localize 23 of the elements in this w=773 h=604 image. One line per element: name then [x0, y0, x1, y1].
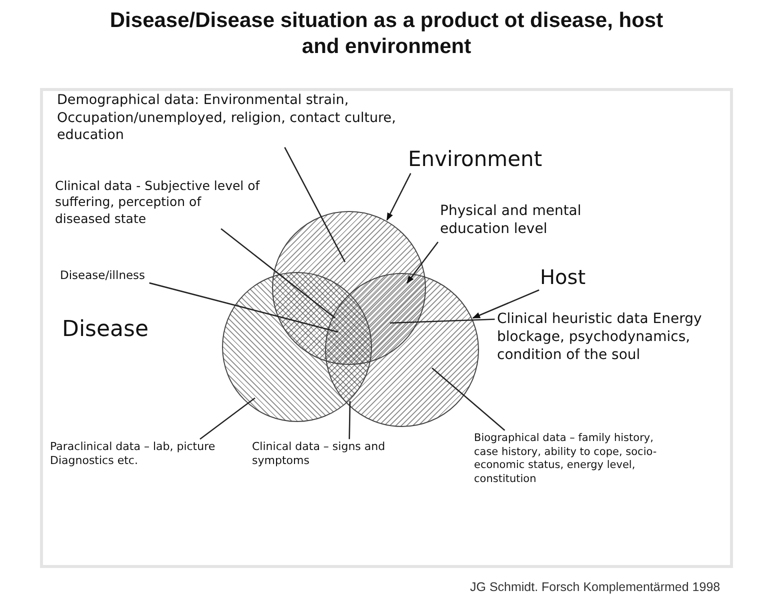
annotation-text: Clinical data – signs and symptoms [252, 440, 417, 469]
diagram-title: Disease/Disease situation as a product ot disease, host and environment [108, 8, 664, 60]
circle-label: Host [540, 264, 586, 290]
leader-line [149, 282, 338, 333]
circle-label: Disease [62, 316, 149, 345]
leader-line [284, 146, 346, 262]
annotation-text: Disease/illness [60, 268, 146, 283]
leader-line [472, 289, 540, 319]
leader-line [200, 397, 256, 440]
leader-line [390, 318, 495, 324]
leader-line [406, 242, 439, 284]
annotation-text: Clinical heuristic data Energy blockage, psychodynamics, condition of the soul [497, 310, 722, 365]
annotation-text: Paraclinical data – lab, picture Diagnostics etc. [50, 440, 250, 469]
annotation-text: Biographical data – family history, case history, ability to cope, socio-economic status, energy level, constitution [474, 432, 679, 487]
annotation-text: Demographical data: Environmental strain, Occupation/unemployed, religion, contact culture, education [57, 92, 402, 145]
leader-line [386, 173, 412, 221]
leader-line [348, 400, 351, 440]
leader-line [432, 368, 506, 431]
annotation-text: Clinical data - Subjective level of suffering, perception of diseased state [55, 178, 260, 227]
circle-label: Environment [408, 146, 542, 174]
source-citation: JG Schmidt. Forsch Komplementärmed 1998 [470, 580, 720, 594]
leader-line [220, 228, 336, 319]
annotation-text: Physical and mental education level [440, 202, 640, 238]
